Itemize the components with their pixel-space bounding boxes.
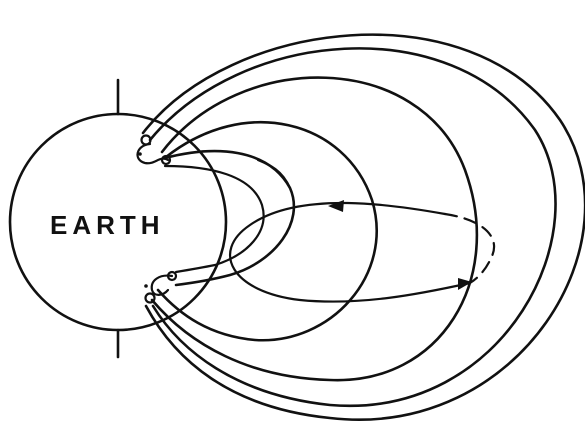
north-dot <box>138 152 142 156</box>
drift-arrow-upper <box>328 200 344 212</box>
flux-tube <box>165 151 294 285</box>
inner-field-line <box>158 122 377 340</box>
middle-field-line <box>152 78 477 381</box>
flux-tube-inner <box>165 166 264 272</box>
south-mirror-point <box>146 294 155 303</box>
outer-field-line-a <box>143 35 585 420</box>
drift-path-dashed <box>445 214 494 283</box>
outer-field-line-b <box>150 48 556 405</box>
drift-path-solid <box>230 203 470 302</box>
earth-label: EARTH <box>50 210 165 240</box>
north-mirror-loop <box>138 144 168 163</box>
flux-tube-cap <box>258 160 290 188</box>
south-dot <box>144 284 148 288</box>
